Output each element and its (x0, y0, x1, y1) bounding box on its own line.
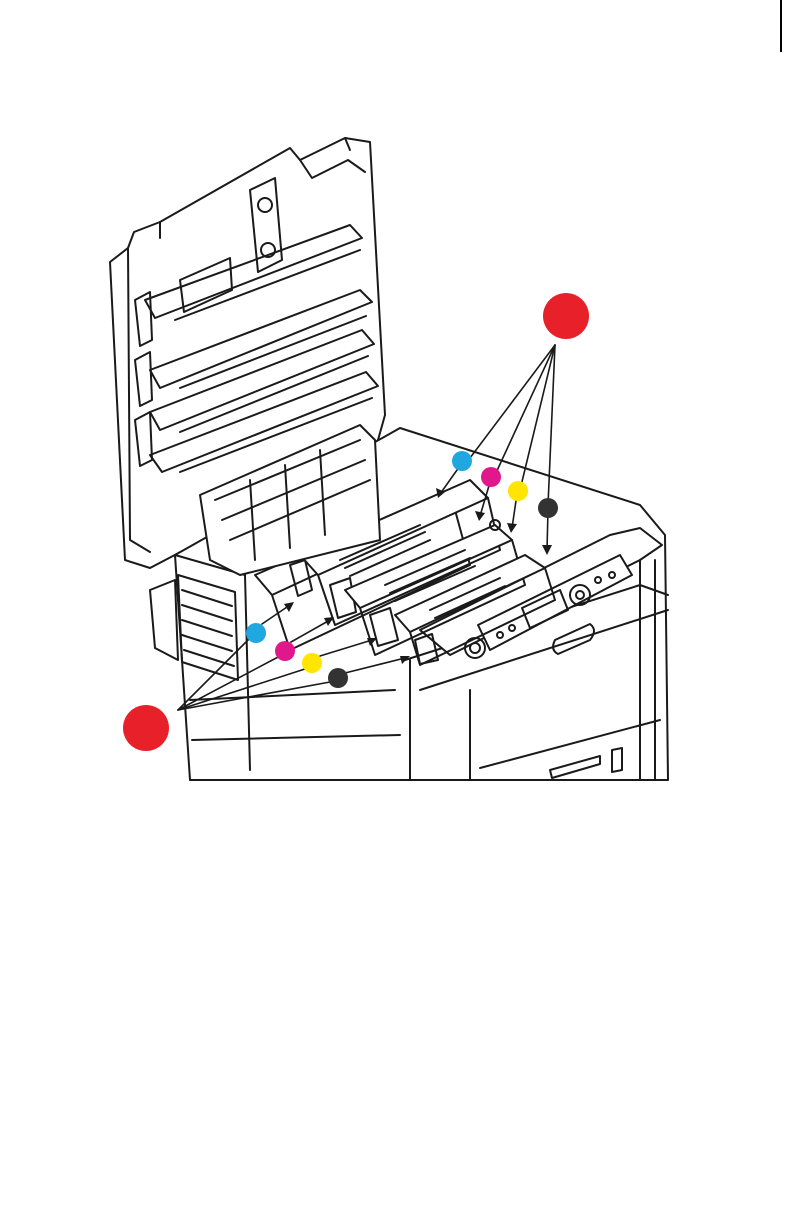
printer-illustration (0, 0, 792, 800)
printer-diagram-svg (0, 0, 792, 800)
upper-cyan-marker (452, 451, 472, 471)
lower-cyan-marker (246, 623, 266, 643)
upper-black-marker (538, 498, 558, 518)
callout-1-red-dot-icon (543, 293, 589, 339)
lower-yellow-marker (302, 653, 322, 673)
lower-magenta-marker (275, 641, 295, 661)
upper-magenta-marker (481, 467, 501, 487)
lower-black-marker (328, 668, 348, 688)
callout-2-red-dot-icon (123, 705, 169, 751)
upper-yellow-marker (508, 481, 528, 501)
